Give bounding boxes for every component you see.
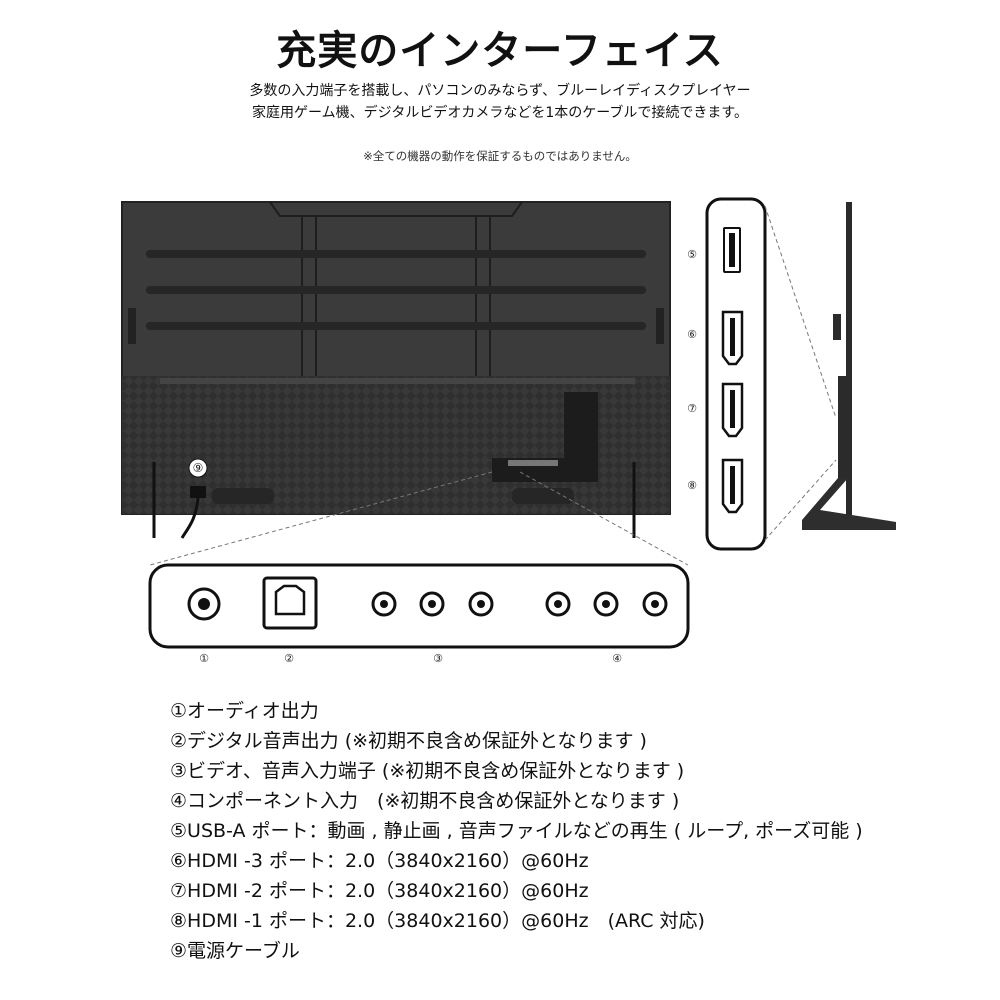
optical-digital-audio-port-icon bbox=[262, 576, 318, 630]
bottom-port-panel bbox=[148, 563, 690, 649]
port-legend: ①オーディオ出力 ②デジタル音声出力 (※初期不良含め保証外となります ) ③ビ… bbox=[170, 696, 990, 966]
legend-item: ⑤USB-A ポート：動画 , 静止画 , 音声ファイルなどの再生 ( ループ,… bbox=[170, 820, 863, 842]
subtitle-line-2: 家庭用ゲーム機、デジタルビデオカメラなどを1本のケーブルで接続できます。 bbox=[252, 105, 748, 121]
legend-item: ⑦HDMI -2 ポート：2.0（3840x2160）@60Hz bbox=[170, 880, 589, 902]
legend-item: ⑨電源ケーブル bbox=[170, 940, 300, 962]
tv-rear-view bbox=[121, 201, 671, 539]
callout-5: ⑤ bbox=[687, 248, 697, 261]
callout-8: ⑧ bbox=[687, 479, 697, 492]
page-title: 充実のインターフェイス bbox=[276, 28, 724, 74]
legend-item: ⑥HDMI -3 ポート：2.0（3840x2160）@60Hz bbox=[170, 850, 589, 872]
callout-1: ① bbox=[199, 652, 209, 665]
legend-item: ①オーディオ出力 bbox=[170, 700, 319, 722]
side-port-panel bbox=[705, 197, 767, 551]
audio-out-jack-icon bbox=[187, 587, 221, 621]
subtitle: 多数の入力端子を搭載し、パソコンのみならず、ブルーレイディスクプレイヤー 家庭用… bbox=[0, 80, 1000, 124]
rca-video-audio-jacks-icon bbox=[371, 591, 494, 617]
subtitle-line-1: 多数の入力端子を搭載し、パソコンのみならず、ブルーレイディスクプレイヤー bbox=[249, 83, 751, 99]
legend-item: ⑧HDMI -1 ポート：2.0（3840x2160）@60Hz (ARC 対応… bbox=[170, 910, 705, 932]
legend-item: ③ビデオ、音声入力端子 (※初期不良含め保証外となります ) bbox=[170, 760, 685, 782]
callout-9: ⑨ bbox=[193, 461, 204, 475]
usb-a-port-icon bbox=[723, 227, 741, 273]
callout-2: ② bbox=[284, 652, 294, 665]
tv-side-profile bbox=[802, 202, 896, 530]
disclaimer-note: ※全ての機器の動作を保証するものではありません。 bbox=[363, 149, 637, 163]
callout-6: ⑥ bbox=[687, 328, 697, 341]
callout-3: ③ bbox=[433, 652, 443, 665]
callout-4: ④ bbox=[612, 652, 622, 665]
callout-7: ⑦ bbox=[687, 402, 697, 415]
legend-item: ④コンポーネント入力 (※初期不良含め保証外となります ) bbox=[170, 790, 680, 812]
component-input-jacks-icon bbox=[545, 591, 668, 617]
legend-item: ②デジタル音声出力 (※初期不良含め保証外となります ) bbox=[170, 730, 647, 752]
